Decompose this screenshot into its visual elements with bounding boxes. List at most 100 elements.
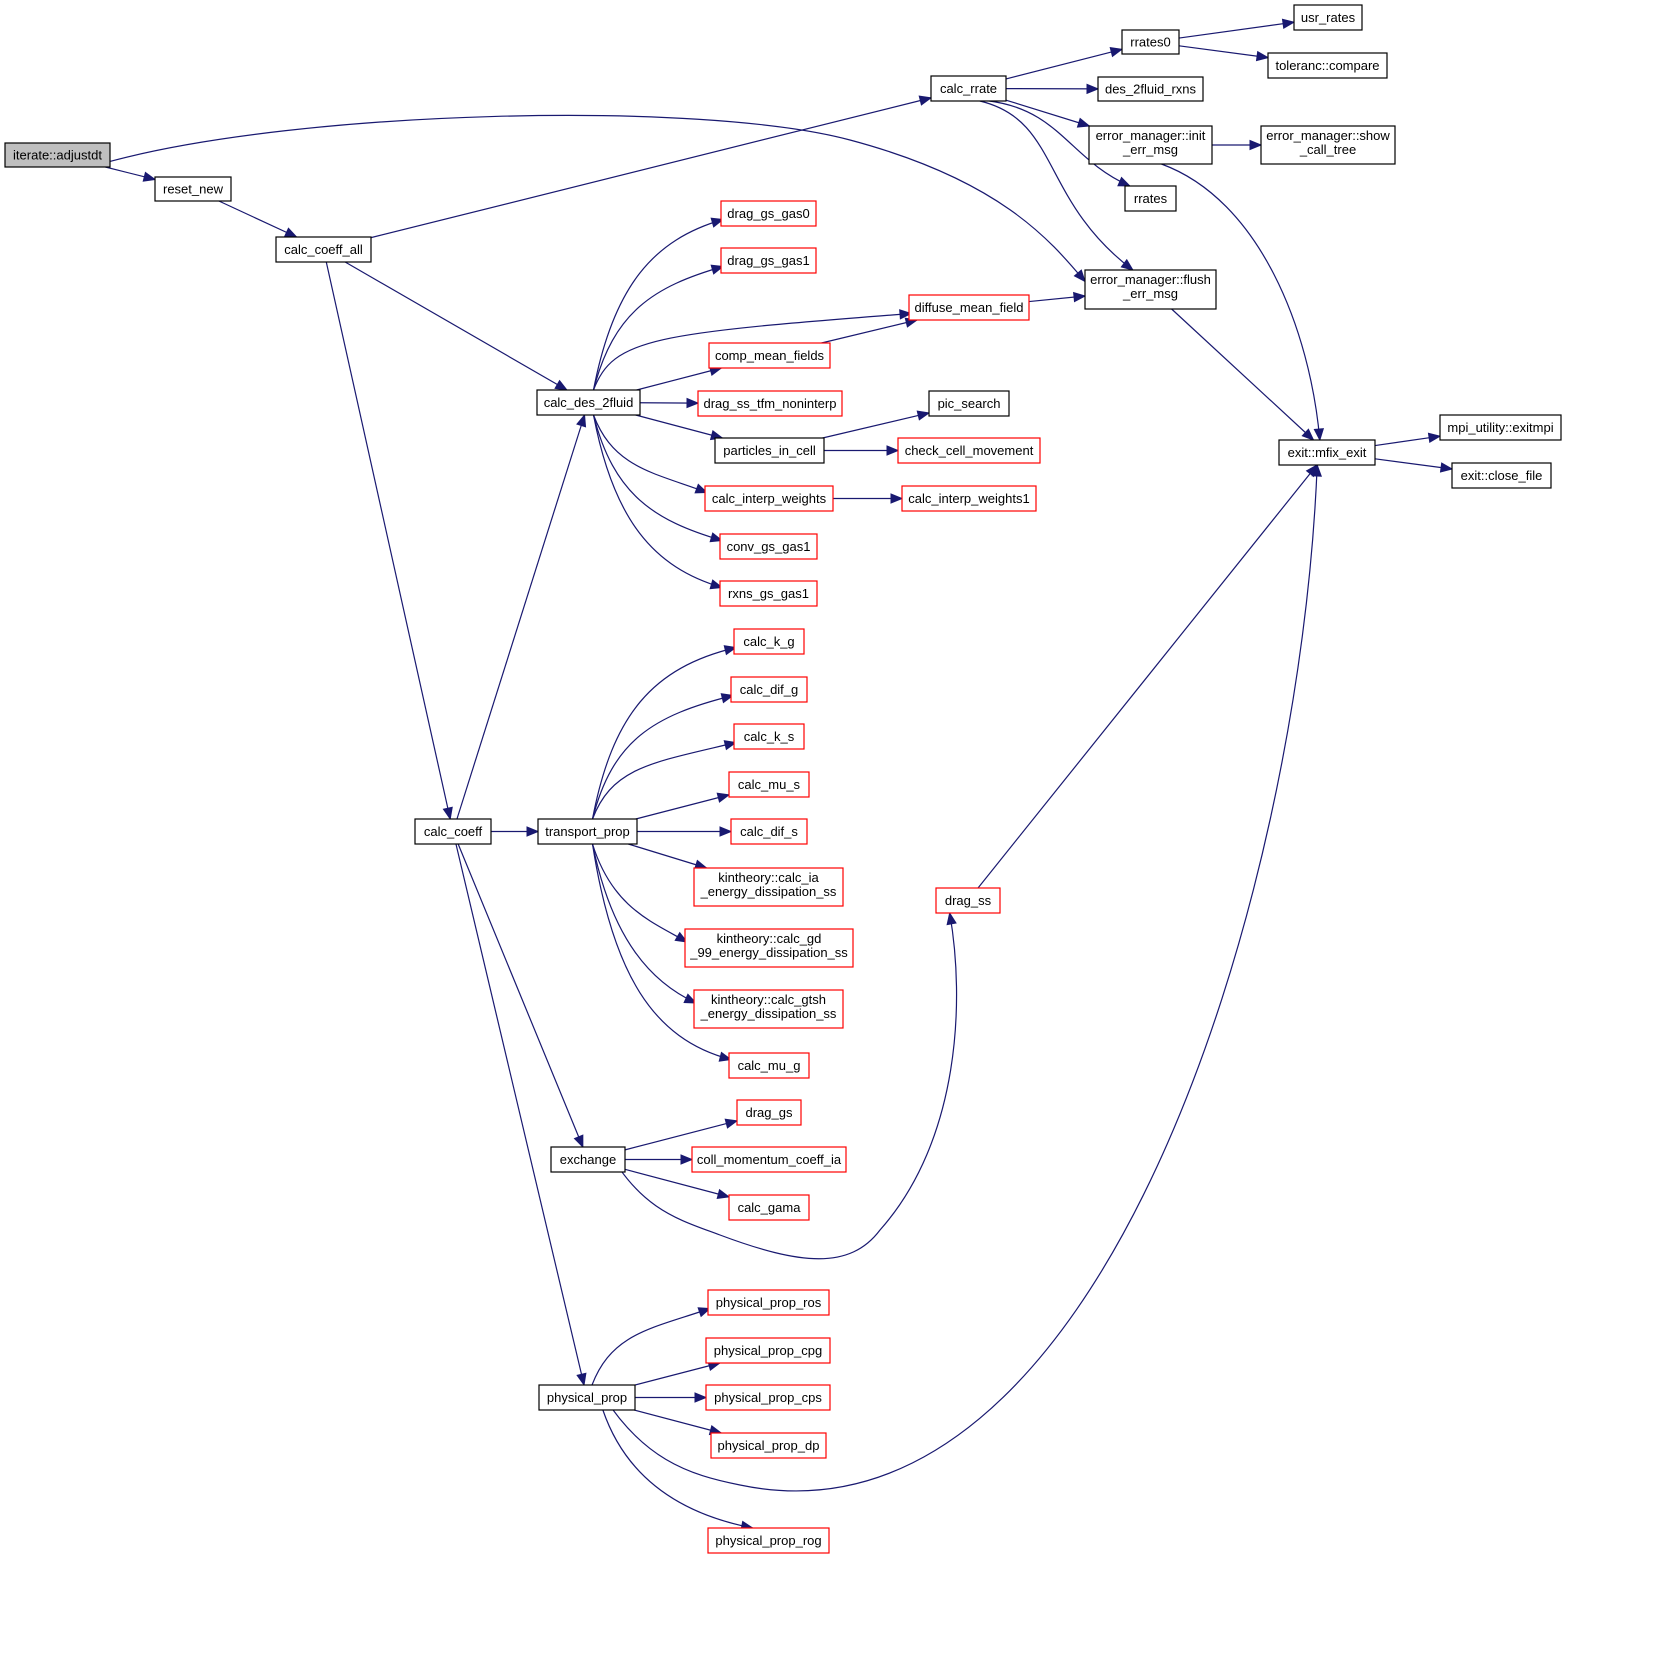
- node-calc-interp-weights1[interactable]: calc_interp_weights1: [901, 485, 1037, 512]
- node-flush-err-msg[interactable]: error_manager::flush_err_msg: [1084, 269, 1217, 310]
- edge-particles_in_cell-to-check_cell_movement: [824, 445, 900, 456]
- node-rrates[interactable]: rrates: [1124, 185, 1177, 212]
- node-physical-prop[interactable]: physical_prop: [538, 1384, 636, 1411]
- edge-line: [979, 100, 1134, 271]
- node-rrates0[interactable]: rrates0: [1121, 29, 1180, 55]
- node-drag-gs-gas1[interactable]: drag_gs_gas1: [720, 247, 817, 274]
- node-drag-gs[interactable]: drag_gs: [736, 1099, 802, 1126]
- node-calc-gtsh[interactable]: kintheory::calc_gtsh_energy_dissipation_…: [693, 989, 844, 1029]
- node-box: [928, 390, 1010, 417]
- node-calc-mu-g[interactable]: calc_mu_g: [728, 1052, 810, 1079]
- node-calc-interp-weights[interactable]: calc_interp_weights: [704, 485, 834, 512]
- node-calc-gama[interactable]: calc_gama: [728, 1194, 810, 1221]
- node-conv-gs-gas1[interactable]: conv_gs_gas1: [719, 533, 818, 560]
- node-label: _err_msg: [1122, 142, 1178, 157]
- node-label: calc_interp_weights1: [908, 491, 1029, 506]
- node-calc-coeff-all[interactable]: calc_coeff_all: [275, 236, 372, 263]
- node-label: calc_mu_s: [738, 777, 801, 792]
- edge-calc_des_2fluid-to-conv_gs_gas1: [592, 414, 724, 543]
- node-adjustdt[interactable]: iterate::adjustdt: [4, 142, 111, 168]
- node-exitmpi[interactable]: mpi_utility::exitmpi: [1439, 414, 1562, 441]
- node-calc-dif-g[interactable]: calc_dif_g: [730, 676, 808, 703]
- edge-line: [456, 414, 586, 820]
- edge-rrates0-to-usr_rates: [1178, 18, 1296, 39]
- edge-line: [989, 100, 1131, 187]
- arrowhead-icon: [918, 95, 933, 106]
- edge-physical_prop-to-physical_prop_ros: [591, 1307, 712, 1386]
- node-physical-prop-dp[interactable]: physical_prop_dp: [710, 1432, 827, 1459]
- edge-line: [109, 114, 1086, 282]
- edge-line: [591, 1307, 711, 1386]
- node-label: error_manager::show: [1266, 128, 1390, 143]
- edge-line: [591, 694, 734, 820]
- node-reset-new[interactable]: reset_new: [154, 176, 232, 202]
- node-label: _call_tree: [1299, 142, 1356, 157]
- node-calc-coeff[interactable]: calc_coeff: [414, 818, 492, 845]
- node-calc-des-2fluid[interactable]: calc_des_2fluid: [536, 389, 641, 416]
- edge-calc_des_2fluid-to-drag_gs_gas0: [592, 217, 725, 391]
- node-usr-rates[interactable]: usr_rates: [1293, 4, 1363, 31]
- node-box: [1293, 4, 1363, 31]
- node-pic-search[interactable]: pic_search: [928, 390, 1010, 417]
- arrowhead-icon: [1313, 428, 1325, 442]
- edge-line: [592, 218, 724, 391]
- node-box: [697, 390, 843, 417]
- edge-calc_des_2fluid-to-calc_interp_weights: [592, 414, 709, 494]
- arrowhead-icon: [710, 217, 725, 228]
- node-box: [930, 75, 1007, 102]
- node-label: _err_msg: [1122, 286, 1178, 301]
- edge-transport_prop-to-calc_dif_g: [591, 693, 735, 820]
- node-diffuse-mean-field[interactable]: diffuse_mean_field: [908, 294, 1030, 321]
- node-drag-ss-tfm-noninterp[interactable]: drag_ss_tfm_noninterp: [697, 390, 843, 417]
- node-coll-momentum-coeff-ia[interactable]: coll_momentum_coeff_ia: [691, 1146, 847, 1173]
- node-calc-mu-s[interactable]: calc_mu_s: [728, 771, 810, 798]
- edge-line: [822, 412, 930, 439]
- node-toleranc-compare[interactable]: toleranc::compare: [1267, 52, 1388, 79]
- node-check-cell-movement[interactable]: check_cell_movement: [897, 437, 1041, 464]
- node-box: [536, 389, 641, 416]
- node-calc-ia[interactable]: kintheory::calc_ia_energy_dissipation_ss: [693, 867, 844, 907]
- edge-line: [325, 261, 451, 820]
- node-physical-prop-cpg[interactable]: physical_prop_cpg: [705, 1337, 831, 1364]
- node-calc-k-g[interactable]: calc_k_g: [733, 628, 805, 655]
- edge-calc_coeff_all-to-calc_coeff: [325, 261, 453, 821]
- node-mfix-exit[interactable]: exit::mfix_exit: [1278, 439, 1376, 466]
- arrowhead-icon: [723, 740, 738, 751]
- node-transport-prop[interactable]: transport_prop: [537, 818, 638, 845]
- arrowhead-icon: [1311, 463, 1322, 477]
- node-physical-prop-cps[interactable]: physical_prop_cps: [705, 1384, 831, 1411]
- node-drag-ss[interactable]: drag_ss: [935, 887, 1001, 914]
- node-label: error_manager::init: [1096, 128, 1206, 143]
- node-calc-rrate[interactable]: calc_rrate: [930, 75, 1007, 102]
- node-init-err-msg[interactable]: error_manager::init_err_msg: [1088, 125, 1213, 165]
- arrowhead-icon: [1301, 428, 1315, 441]
- edge-transport_prop-to-calc_k_s: [591, 740, 738, 820]
- edge-line: [591, 843, 688, 943]
- node-box: [275, 236, 372, 263]
- node-calc-gd[interactable]: kintheory::calc_gd_99_energy_dissipation…: [684, 928, 854, 968]
- node-box: [693, 989, 844, 1029]
- edge-transport_prop-to-calc_mu_g: [591, 843, 733, 1062]
- node-physical-prop-rog[interactable]: physical_prop_rog: [707, 1527, 830, 1554]
- node-box: [707, 1289, 830, 1316]
- edge-line: [591, 843, 732, 1061]
- node-show-call-tree[interactable]: error_manager::show_call_tree: [1260, 125, 1396, 165]
- node-rxns-gs-gas1[interactable]: rxns_gs_gas1: [719, 580, 818, 607]
- node-particles-in-cell[interactable]: particles_in_cell: [714, 437, 825, 464]
- arrowhead-icon: [1427, 432, 1442, 444]
- edge-line: [636, 367, 722, 391]
- arrowhead-icon: [886, 445, 900, 456]
- node-close-file[interactable]: exit::close_file: [1451, 462, 1552, 489]
- node-comp-mean-fields[interactable]: comp_mean_fields: [708, 342, 831, 369]
- node-calc-k-s[interactable]: calc_k_s: [733, 723, 805, 750]
- edge-init_err_msg-to-mfix_exit: [1161, 163, 1325, 442]
- node-label: kintheory::calc_ia: [718, 870, 819, 885]
- node-calc-dif-s[interactable]: calc_dif_s: [730, 818, 808, 845]
- arrowhead-icon: [724, 1118, 739, 1129]
- node-des-2fluid-rxns[interactable]: des_2fluid_rxns: [1097, 76, 1204, 102]
- node-physical-prop-ros[interactable]: physical_prop_ros: [707, 1289, 830, 1316]
- node-label: drag_gs_gas0: [727, 206, 809, 221]
- node-drag-gs-gas0[interactable]: drag_gs_gas0: [720, 200, 817, 227]
- node-exchange[interactable]: exchange: [550, 1146, 626, 1173]
